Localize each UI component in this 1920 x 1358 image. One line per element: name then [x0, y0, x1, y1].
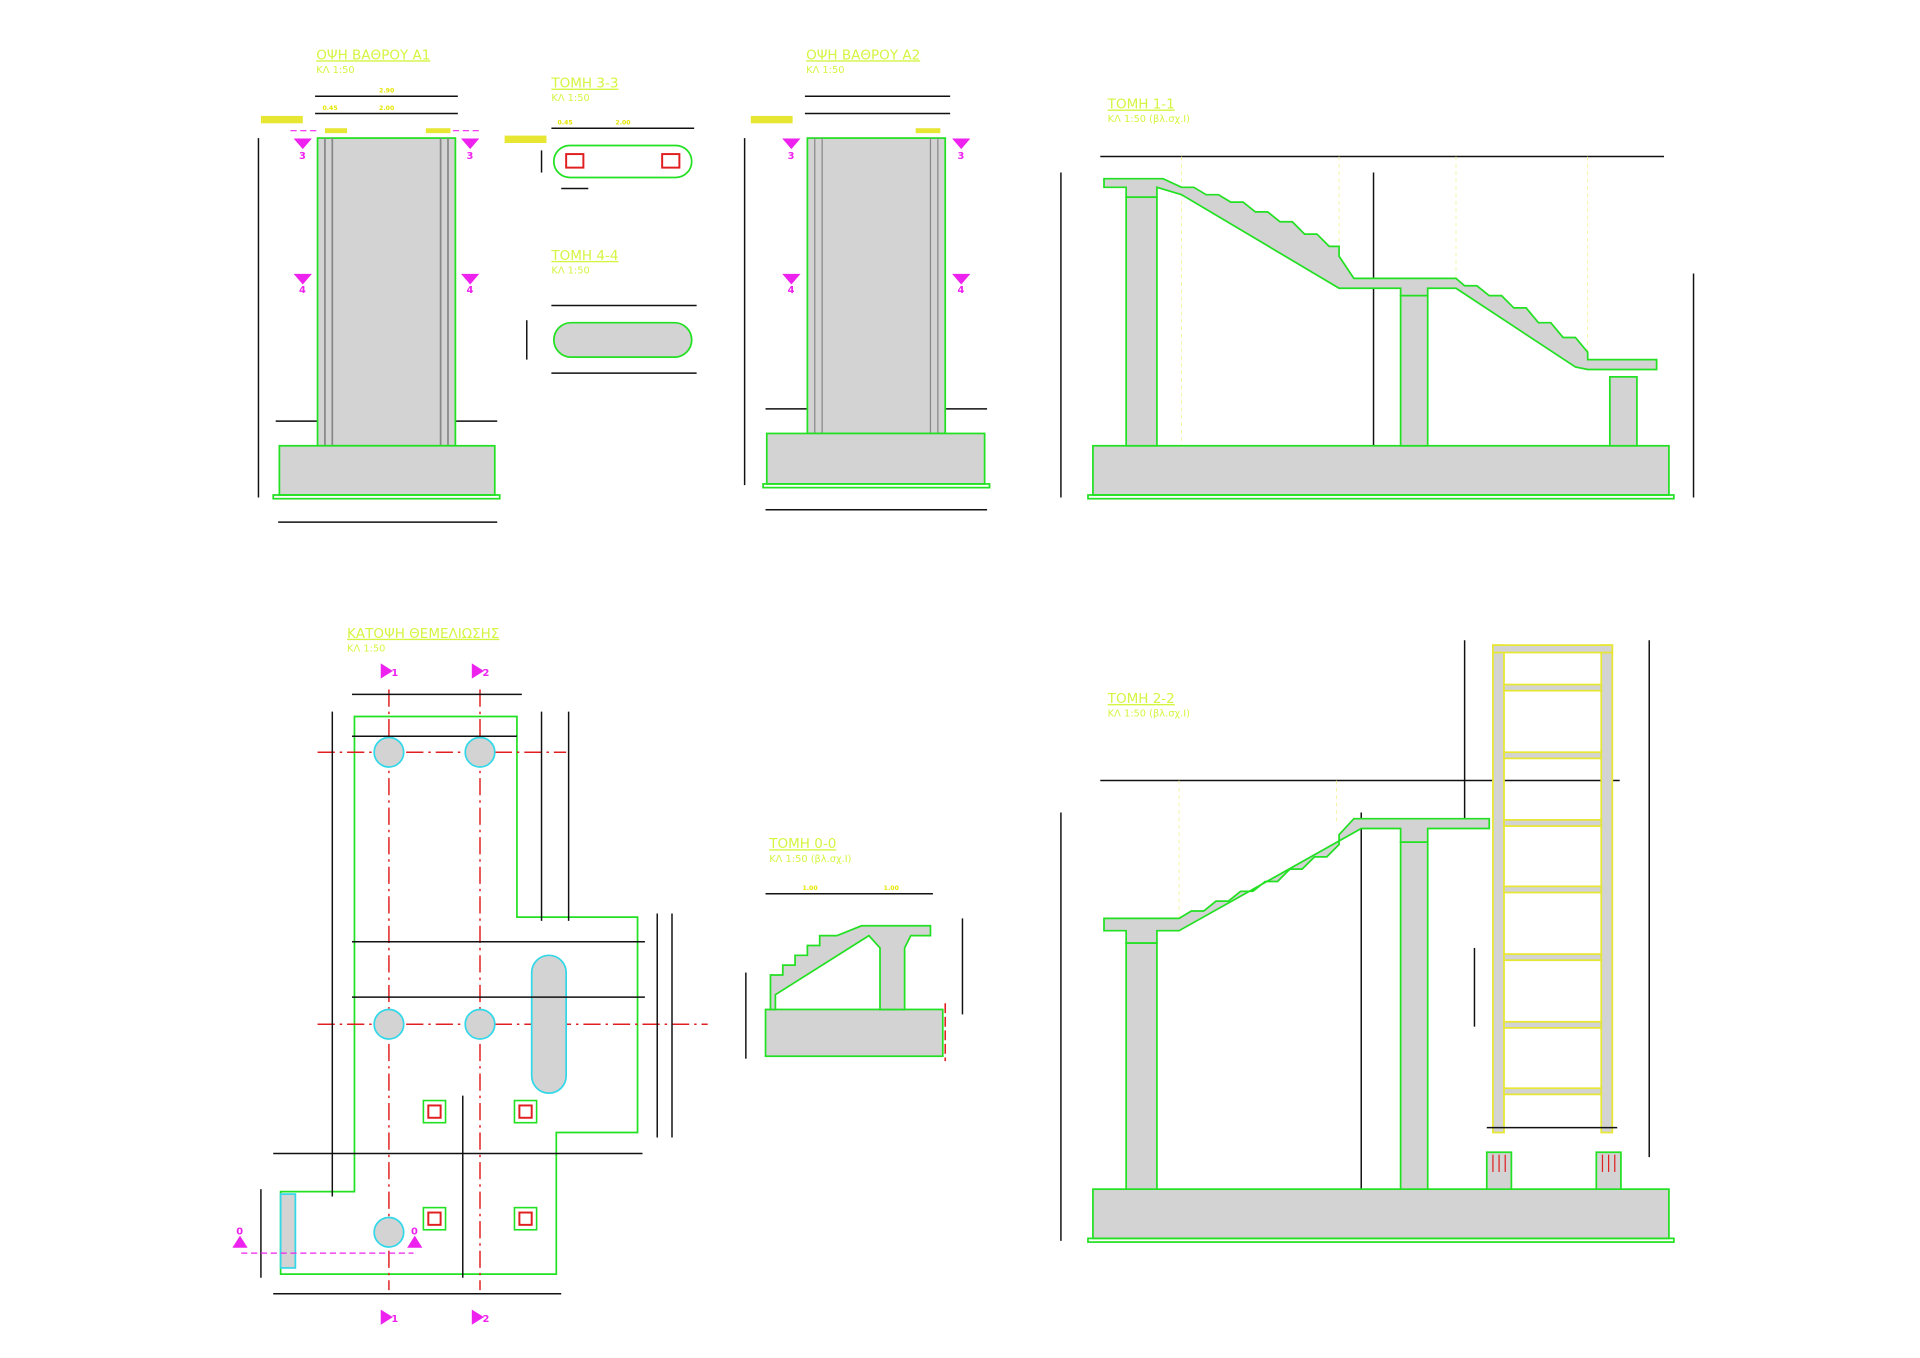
scale: ΚΛ 1:50 [551, 93, 589, 104]
title: ΚΑΤΟΨΗ ΘΕΜΕΛΙΩΣΗΣ [347, 626, 499, 642]
dim-label: 2.90 [379, 88, 394, 95]
section-marker: 0 [411, 1227, 418, 1238]
section-marker: 4 [788, 285, 795, 296]
elevation-a1: ΟΨΗ ΒΑΘΡΟΥ Α1 ΚΛ 1:50 2.90 0.45 2.00 3 3… [257, 47, 501, 523]
ladder [1485, 644, 1622, 1191]
title: ΤΟΜΗ 3-3 [550, 76, 618, 92]
title: ΤΟΜΗ 2-2 [1107, 691, 1175, 707]
section-marker: 2 [482, 668, 489, 679]
section-2-2: ΤΟΜΗ 2-2 ΚΛ 1:50 (βλ.σχ.Ι) [1060, 640, 1675, 1243]
scale: ΚΛ 1:50 [806, 65, 844, 76]
elevation-a2: ΟΨΗ ΒΑΘΡΟΥ Α2 ΚΛ 1:50 3 3 4 4 [743, 47, 991, 511]
section-1-1: ΤΟΜΗ 1-1 ΚΛ 1:50 (βλ.σχ.Ι) [1060, 97, 1695, 500]
dim-label: 1.00 [884, 885, 899, 892]
foundation-plan: ΚΑΤΟΨΗ ΘΕΜΕΛΙΩΣΗΣ ΚΛ 1:50 1 2 1 2 0 [232, 626, 708, 1325]
section-marker: 3 [466, 151, 473, 162]
section-4-4: ΤΟΜΗ 4-4 ΚΛ 1:50 [526, 248, 697, 374]
section-3-3: ΤΟΜΗ 3-3 ΚΛ 1:50 0.45 2.00 [504, 76, 695, 190]
title: ΟΨΗ ΒΑΘΡΟΥ Α1 [316, 47, 430, 63]
dim-label: 2.00 [379, 105, 394, 112]
section-marker: 3 [299, 151, 306, 162]
scale: ΚΛ 1:50 [551, 265, 589, 276]
section-0-0: ΤΟΜΗ 0-0 ΚΛ 1:50 (βλ.σχ.Ι) 1.00 1.00 [745, 836, 964, 1062]
dim-label: 1.00 [802, 885, 817, 892]
title: ΤΟΜΗ 1-1 [1107, 97, 1175, 113]
dim-label: 0.45 [558, 120, 573, 127]
dim-label: 2.00 [615, 120, 630, 127]
section-marker: 4 [466, 285, 473, 296]
title: ΟΨΗ ΒΑΘΡΟΥ Α2 [806, 47, 920, 63]
section-marker: 1 [391, 668, 398, 679]
scale: ΚΛ 1:50 [316, 65, 354, 76]
section-cut-markers: 1 2 1 2 0 0 [232, 663, 489, 1325]
section-marker: 1 [391, 1314, 398, 1325]
scale: ΚΛ 1:50 (βλ.σχ.Ι) [769, 854, 851, 865]
section-marker: 3 [788, 151, 795, 162]
section-marker: 3 [958, 151, 965, 162]
section-marker: 4 [958, 285, 965, 296]
title: ΤΟΜΗ 0-0 [768, 836, 836, 852]
title: ΤΟΜΗ 4-4 [550, 248, 618, 264]
section-marker: 0 [236, 1227, 243, 1238]
scale: ΚΛ 1:50 [347, 643, 385, 654]
section-marker: 2 [482, 1314, 489, 1325]
scale: ΚΛ 1:50 (βλ.σχ.Ι) [1108, 114, 1190, 125]
scale: ΚΛ 1:50 (βλ.σχ.Ι) [1108, 709, 1190, 720]
dim-label: 0.45 [322, 105, 337, 112]
section-marker: 4 [299, 285, 306, 296]
